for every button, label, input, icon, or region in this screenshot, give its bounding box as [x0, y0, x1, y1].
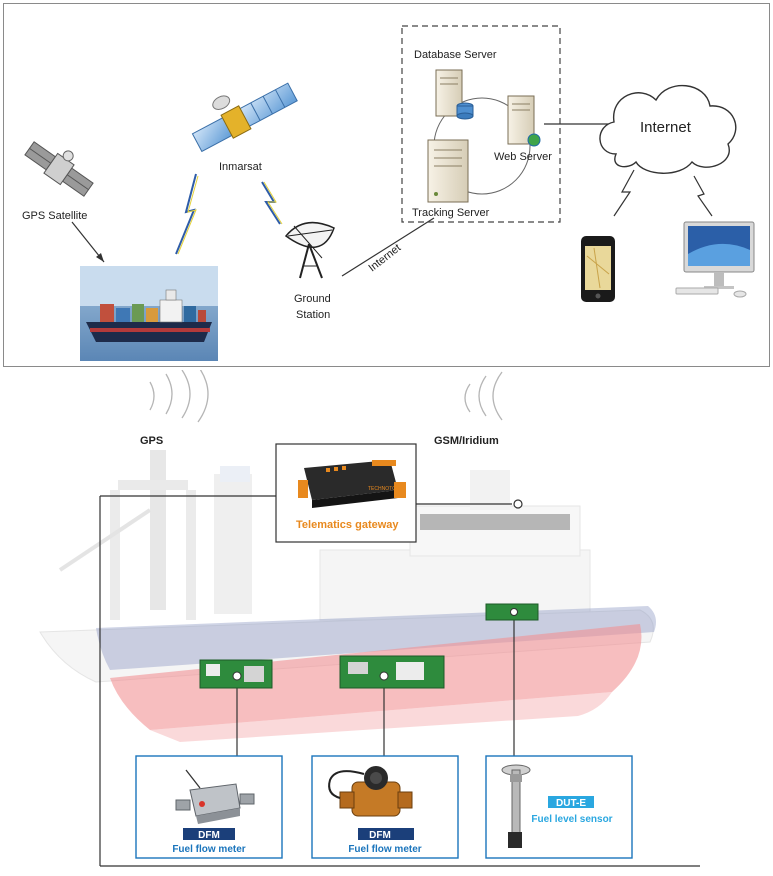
internet-cloud-icon	[599, 84, 737, 174]
web-server-icon	[507, 95, 541, 147]
gsm-signal-waves-icon	[464, 371, 503, 421]
gateway-brand-text: TECHNOTON	[368, 486, 400, 492]
fuel-flow-meter-2: DFM Fuel flow meter	[311, 755, 459, 859]
fuel-level-sensor: DUT-E Fuel level sensor	[485, 755, 633, 859]
fuel-flow-meter-1-label: Fuel flow meter	[172, 844, 245, 855]
ground-station-label-line2: Station	[296, 309, 330, 321]
circuit-board-2-icon	[339, 655, 445, 689]
fishing-vessel-image	[39, 450, 656, 742]
telematics-gateway-label: Telematics gateway	[296, 519, 399, 531]
telematics-installation-panel: GPS GSM/Iridium	[0, 365, 773, 871]
fuel-level-sensor-label: Fuel level sensor	[531, 814, 612, 825]
fuel-flow-meter-1-device-icon	[175, 769, 255, 824]
gsm-iridium-label: GSM/Iridium	[434, 435, 499, 447]
dfm-badge-2-text: DFM	[369, 830, 391, 841]
web-server-label: Web Server	[494, 151, 552, 163]
circuit-board-1-icon	[199, 659, 273, 689]
tracking-server-icon	[427, 139, 469, 203]
gps-satellite-label: GPS Satellite	[22, 210, 87, 222]
gps-signal-waves-icon	[149, 365, 209, 423]
dfm-badge-2	[358, 828, 414, 840]
cloud-phone-link-icon	[613, 169, 635, 217]
ground-to-server-link	[341, 217, 435, 277]
gps-to-ship-arrow	[71, 221, 105, 263]
inmarsat-satellite-icon	[191, 82, 298, 153]
system-architecture-panel: GPS Satellite	[3, 3, 770, 367]
cloud-monitor-link-icon	[693, 175, 713, 217]
ground-station-dish-icon	[284, 221, 335, 279]
fuel-flow-meter-2-device-icon	[328, 766, 413, 817]
telematics-gateway-device-icon: TECHNOTON	[298, 460, 406, 508]
inmarsat-label: Inmarsat	[219, 161, 262, 173]
smartphone-icon	[581, 236, 615, 302]
internet-cloud-label: Internet	[640, 119, 692, 136]
cargo-ship-image	[80, 266, 218, 361]
gps-label: GPS	[140, 435, 163, 447]
sensor-wiring	[99, 495, 700, 867]
ground-station-label-line1: Ground	[294, 293, 331, 305]
architecture-diagram: GPS Satellite	[22, 25, 755, 361]
fuel-flow-meter-2-label: Fuel flow meter	[348, 844, 421, 855]
internet-link-label: Internet	[366, 242, 403, 274]
database-server-label: Database Server	[414, 49, 497, 61]
dut-e-badge	[548, 796, 594, 808]
tracking-server-label: Tracking Server	[412, 207, 490, 219]
telematics-gateway: TECHNOTON Telematics gateway	[275, 443, 417, 543]
database-server-icon	[435, 69, 474, 120]
fuel-level-sensor-device-icon	[501, 764, 531, 848]
desktop-monitor-icon	[675, 221, 755, 298]
inmarsat-ground-link-icon	[261, 181, 283, 225]
dfm-badge-1	[183, 828, 235, 840]
circuit-board-3-icon	[485, 603, 539, 621]
ship-inmarsat-link-icon	[175, 173, 199, 255]
dfm-badge-1-text: DFM	[198, 830, 220, 841]
antenna-node	[513, 499, 523, 509]
gps-satellite-icon	[24, 141, 94, 197]
dut-e-badge-text: DUT-E	[556, 798, 586, 809]
fuel-flow-meter-1: DFM Fuel flow meter	[135, 755, 283, 859]
vessel-telematics-diagram: GPS GSM/Iridium	[39, 365, 700, 867]
